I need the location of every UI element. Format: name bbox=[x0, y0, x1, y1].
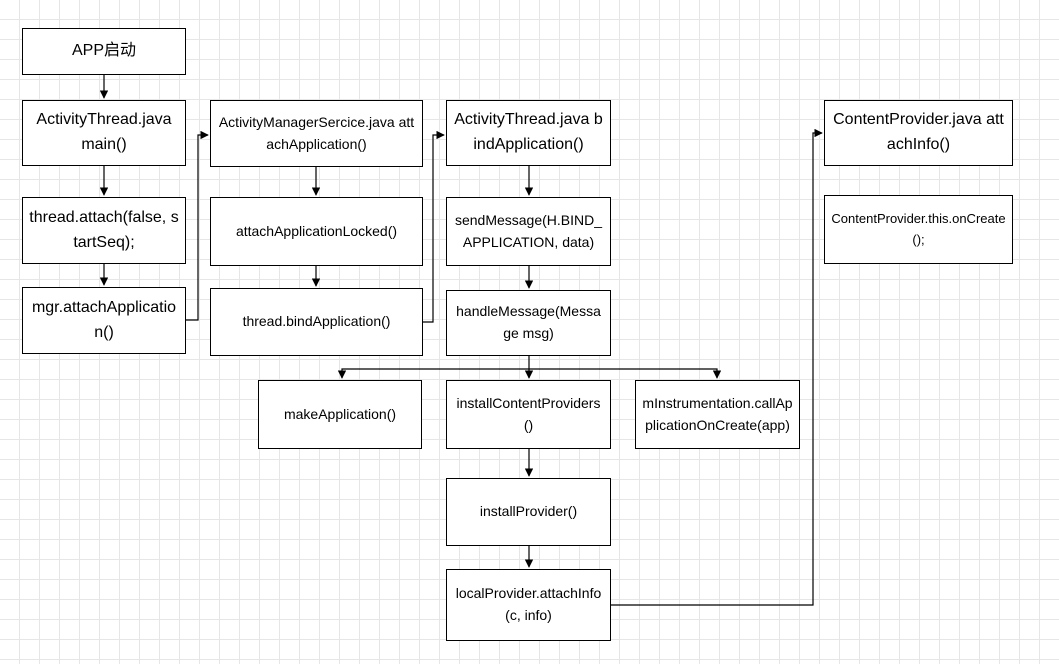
node-send-message-label: sendMessage(H.BIND_APPLICATION, data) bbox=[454, 211, 603, 250]
node-make-application[interactable]: makeApplication() bbox=[258, 380, 422, 449]
node-activity-thread-bind-application-label: ActivityThread.java bindApplication() bbox=[454, 111, 603, 153]
node-activity-thread-bind-application[interactable]: ActivityThread.java bindApplication() bbox=[446, 100, 611, 166]
node-activity-thread-main-label: ActivityThread.java main() bbox=[36, 111, 172, 153]
node-install-content-providers-label: installContentProviders() bbox=[456, 394, 601, 433]
node-call-application-on-create-label: mInstrumentation.callApplicationOnCreate… bbox=[642, 394, 793, 433]
node-thread-bind-application[interactable]: thread.bindApplication() bbox=[210, 288, 423, 356]
node-handle-message[interactable]: handleMessage(Message msg) bbox=[446, 290, 611, 356]
node-content-provider-on-create-label: ContentProvider.this.onCreate(); bbox=[831, 211, 1006, 247]
node-thread-attach-label: thread.attach(false, startSeq); bbox=[29, 208, 179, 251]
node-content-provider-on-create[interactable]: ContentProvider.this.onCreate(); bbox=[824, 195, 1013, 264]
node-thread-attach[interactable]: thread.attach(false, startSeq); bbox=[22, 197, 186, 264]
node-send-message[interactable]: sendMessage(H.BIND_APPLICATION, data) bbox=[446, 197, 611, 266]
node-local-provider-attach-info[interactable]: localProvider.attachInfo(c, info) bbox=[446, 569, 611, 641]
edge-handle-to-make-application bbox=[337, 368, 529, 379]
edge-local-to-content-provider bbox=[611, 128, 823, 606]
node-ams-attach-application-label: ActivityManagerSercice.java attachApplic… bbox=[218, 113, 415, 152]
node-activity-thread-main[interactable]: ActivityThread.java main() bbox=[22, 100, 186, 166]
node-install-content-providers[interactable]: installContentProviders() bbox=[446, 380, 611, 449]
edge-handle-to-call-on-create bbox=[529, 368, 722, 379]
node-attach-application-locked-label: attachApplicationLocked() bbox=[235, 222, 398, 239]
node-app-start[interactable]: APP启动 bbox=[22, 28, 186, 75]
node-ams-attach-application[interactable]: ActivityManagerSercice.java attachApplic… bbox=[210, 100, 423, 167]
node-make-application-label: makeApplication() bbox=[283, 405, 397, 422]
node-content-provider-attach-info[interactable]: ContentProvider.java attachInfo() bbox=[824, 100, 1013, 166]
edge-mgr-to-ams bbox=[186, 130, 209, 321]
edge-bind-to-activity-thread bbox=[423, 130, 445, 323]
node-install-provider[interactable]: installProvider() bbox=[446, 478, 611, 546]
node-handle-message-label: handleMessage(Message msg) bbox=[456, 303, 601, 341]
node-app-start-label: APP启动 bbox=[71, 42, 137, 60]
node-call-application-on-create[interactable]: mInstrumentation.callApplicationOnCreate… bbox=[635, 380, 800, 449]
node-attach-application-locked[interactable]: attachApplicationLocked() bbox=[210, 197, 423, 266]
node-thread-bind-application-label: thread.bindApplication() bbox=[242, 313, 391, 330]
node-install-provider-label: installProvider() bbox=[479, 503, 578, 520]
node-mgr-attach-application-label: mgr.attachApplication() bbox=[31, 298, 177, 341]
node-content-provider-attach-info-label: ContentProvider.java attachInfo() bbox=[833, 111, 1004, 153]
node-local-provider-attach-info-label: localProvider.attachInfo(c, info) bbox=[455, 585, 602, 623]
node-mgr-attach-application[interactable]: mgr.attachApplication() bbox=[22, 287, 186, 354]
